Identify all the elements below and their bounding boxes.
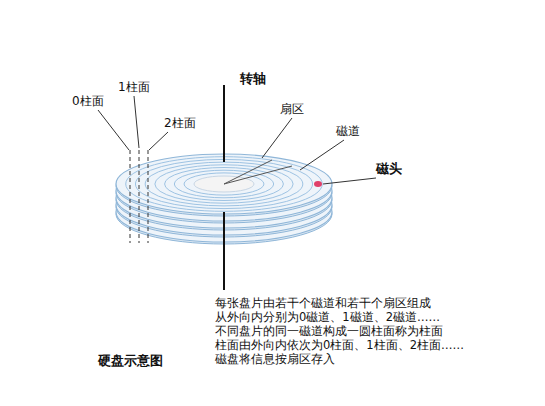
- track: [145, 162, 303, 206]
- leader-lines: [98, 96, 376, 184]
- note-line: 磁盘将信息按扇区存入: [215, 352, 335, 366]
- caption: 硬盘示意图: [98, 354, 163, 368]
- cylinder-lines: [130, 150, 148, 243]
- note-line: 不同盘片的同一磁道构成一圆柱面称为柱面: [215, 324, 443, 338]
- read-head: [314, 181, 322, 187]
- platter: [116, 154, 332, 214]
- track: [135, 159, 312, 208]
- spindle: [223, 85, 225, 162]
- track: [126, 157, 323, 212]
- note-line: 从外向内分别为0磁道、1磁道、2磁道……: [215, 310, 440, 324]
- sector-lines: [224, 160, 292, 184]
- part-label: 磁道: [336, 124, 360, 138]
- part-label: 扇区: [280, 102, 304, 116]
- note-line: 每张盘片由若干个磁道和若干个扇区组成: [215, 296, 431, 310]
- part-label: 1柱面: [118, 80, 150, 94]
- part-label: 磁头: [376, 162, 402, 176]
- track: [155, 165, 293, 203]
- part-label: 2柱面: [164, 116, 196, 130]
- spindle: [223, 212, 225, 290]
- part-label: 转轴: [240, 72, 266, 86]
- part-label: 0柱面: [72, 94, 104, 108]
- note-line: 柱面由外向内依次为0柱面、1柱面、2柱面……: [215, 338, 464, 352]
